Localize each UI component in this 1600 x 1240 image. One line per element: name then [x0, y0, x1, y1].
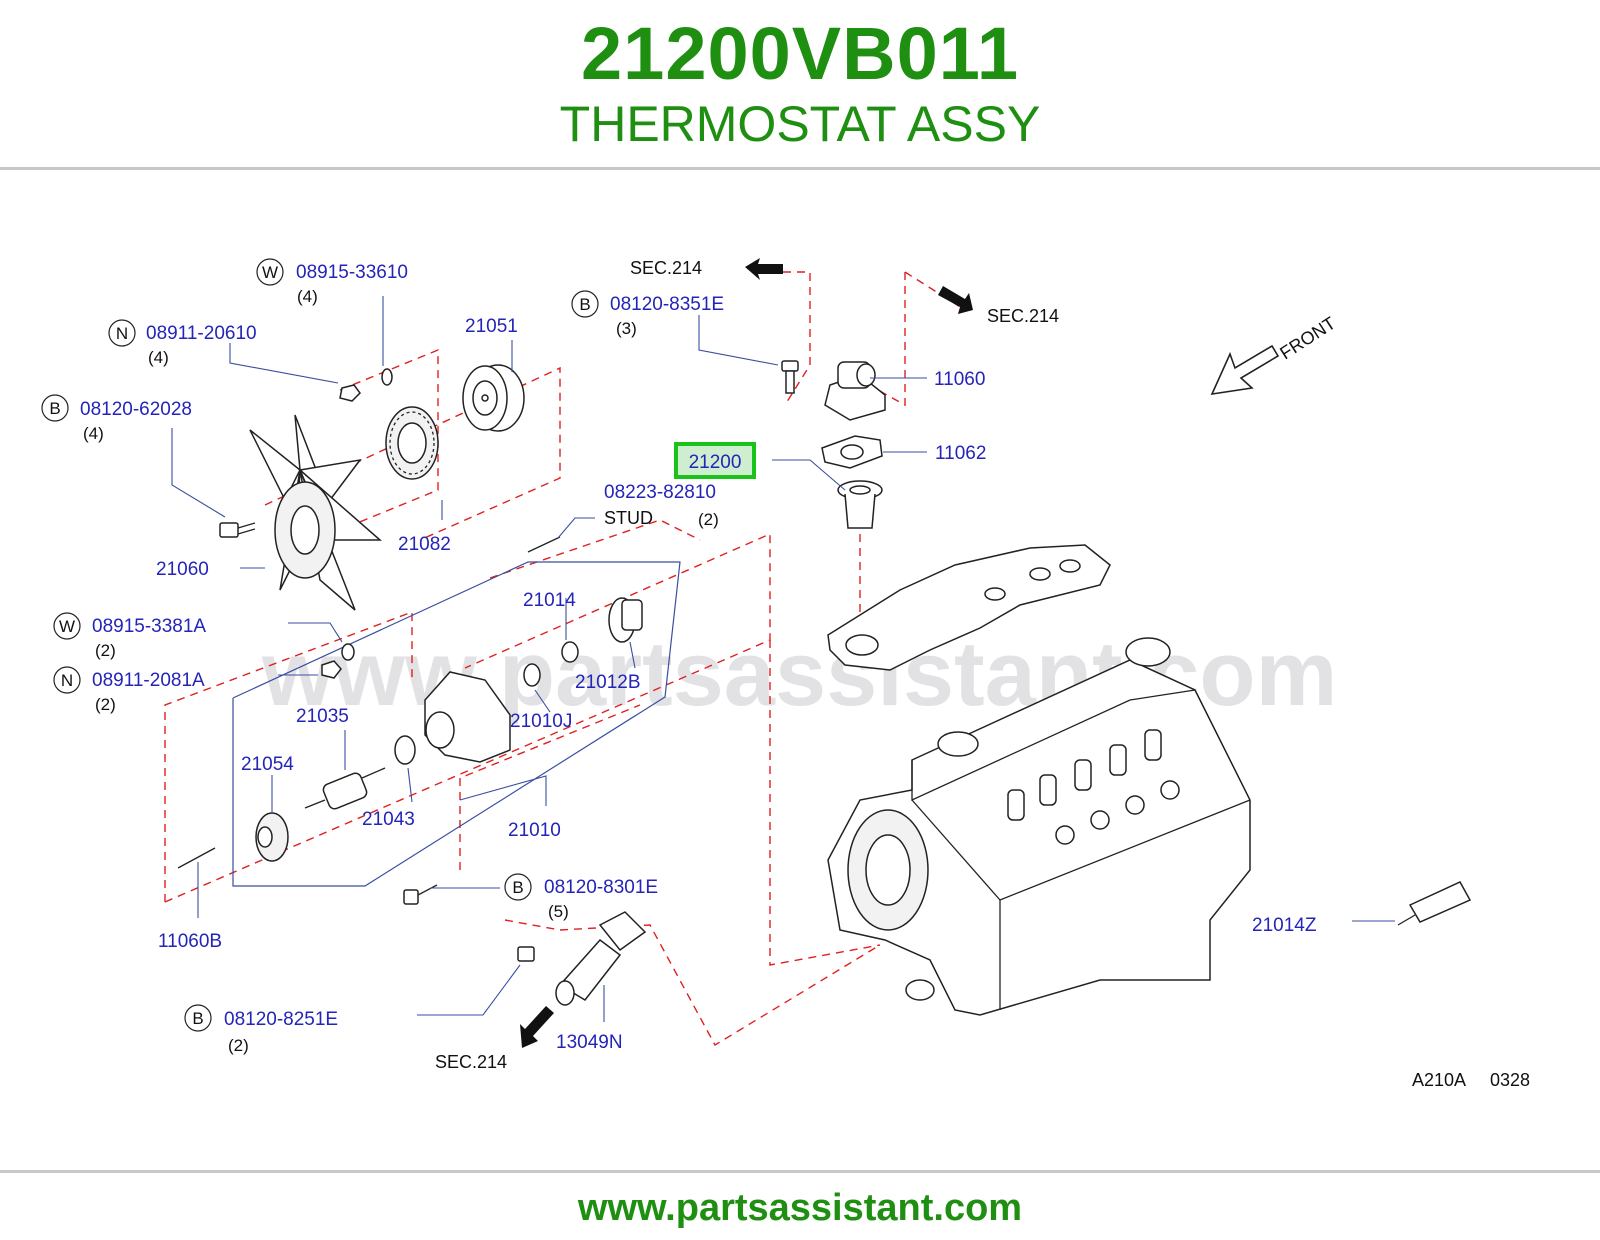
svg-text:B: B — [579, 295, 590, 314]
callout-08120-8301e[interactable]: 08120-8301E — [544, 877, 658, 898]
fan-bolt-part — [219, 522, 256, 538]
pump-flange-part — [255, 812, 289, 862]
fan-blade-part — [249, 414, 382, 611]
intake-manifold-part — [827, 544, 1111, 671]
label-21082[interactable]: 21082 — [398, 534, 451, 555]
front-arrow-icon — [1210, 344, 1280, 396]
label-21014z[interactable]: 21014Z — [1252, 915, 1317, 936]
stud-11060b-part — [177, 847, 216, 869]
svg-text:N: N — [61, 671, 73, 690]
label-11062[interactable]: 11062 — [935, 443, 986, 464]
engine-block-part — [827, 637, 1251, 1016]
sec-arrow-right-icon — [938, 286, 973, 314]
label-21043[interactable]: 21043 — [362, 809, 415, 830]
diagram-code: A210A — [1412, 1070, 1466, 1090]
qty-08915-3381a: (2) — [95, 641, 116, 660]
pump-shaft-part — [304, 767, 386, 810]
fan-coupling-part — [385, 406, 439, 480]
prefix-n-2081a: N — [53, 666, 81, 694]
label-11060b[interactable]: 11060B — [158, 931, 222, 952]
callout-08120-8251e[interactable]: 08120-8251E — [224, 1009, 338, 1030]
pump-gasket-part — [394, 735, 416, 765]
page-header: 21200VB011 THERMOSTAT ASSY — [0, 0, 1600, 168]
highlight-21200[interactable]: 21200 — [674, 442, 756, 479]
label-21010[interactable]: 21010 — [508, 820, 561, 841]
qty-08120-8251e: (2) — [228, 1036, 249, 1055]
gasket-part — [821, 435, 883, 469]
qty-08911-2081a: (2) — [95, 695, 116, 714]
footer-url[interactable]: www.partsassistant.com — [577, 1187, 1023, 1229]
water-pump-group-frame — [232, 561, 681, 887]
sec-ref-bottom[interactable]: SEC.214 — [435, 1052, 507, 1072]
svg-text:B: B — [512, 878, 523, 897]
callout-08911-20610[interactable]: 08911-20610 — [146, 323, 257, 344]
label-21051[interactable]: 21051 — [465, 316, 518, 337]
label-21200[interactable]: 21200 — [689, 452, 742, 473]
prefix-b-8351e: B — [571, 290, 599, 318]
svg-text:W: W — [262, 263, 278, 282]
thermostat-part — [837, 480, 883, 529]
qty-08120-8351e: (3) — [616, 319, 637, 338]
svg-text:N: N — [116, 324, 128, 343]
stud-label: STUD — [604, 508, 653, 528]
water-outlet-part — [824, 361, 886, 421]
label-11060[interactable]: 11060 — [934, 369, 985, 390]
bolt-8251e-part — [517, 946, 535, 962]
qty-08915-33610: (4) — [297, 287, 318, 306]
label-21060[interactable]: 21060 — [156, 559, 209, 580]
footer-divider — [0, 1170, 1600, 1173]
bolt-8301e-part — [403, 884, 438, 905]
callout-08915-33610[interactable]: 08915-33610 — [296, 262, 408, 283]
qty-08911-20610: (4) — [148, 348, 169, 367]
label-13049n[interactable]: 13049N — [556, 1032, 623, 1053]
qty-08223-82810: (2) — [698, 510, 719, 529]
svg-text:B: B — [192, 1009, 203, 1028]
callout-08915-3381a[interactable]: 08915-3381A — [92, 616, 206, 637]
prefix-w-3381a: W — [53, 612, 81, 640]
label-21014[interactable]: 21014 — [523, 590, 576, 611]
label-21054[interactable]: 21054 — [241, 754, 294, 775]
sec-ref-top[interactable]: SEC.214 — [630, 258, 702, 278]
water-pump-body-part — [424, 671, 511, 763]
svg-text:W: W — [59, 617, 75, 636]
label-21012b[interactable]: 21012B — [575, 672, 641, 693]
prefix-b-62028: B — [41, 394, 69, 422]
sec-ref-right[interactable]: SEC.214 — [987, 306, 1059, 326]
seal-21014-part — [561, 641, 579, 663]
sec-arrow-bottom-icon — [520, 1006, 554, 1048]
nut-washer-top-part — [339, 368, 393, 402]
prefix-w-33610: W — [256, 258, 284, 286]
stud-part — [527, 536, 561, 553]
part-name-subtitle: THERMOSTAT ASSY — [559, 96, 1041, 152]
callout-08911-2081a[interactable]: 08911-2081A — [92, 670, 205, 691]
label-21010j[interactable]: 21010J — [510, 711, 572, 732]
nut-washer-mid-part — [321, 643, 355, 679]
callout-08120-62028[interactable]: 08120-62028 — [80, 399, 192, 420]
leader-lines — [171, 296, 1395, 1022]
prefix-n-20610: N — [108, 319, 136, 347]
qty-08120-62028: (4) — [83, 424, 104, 443]
sec-arrow-top-icon — [745, 258, 783, 280]
label-21035[interactable]: 21035 — [296, 706, 349, 727]
sealant-tube-part — [1397, 881, 1472, 926]
callout-08223-82810[interactable]: 08223-82810 — [604, 482, 716, 503]
header-divider — [0, 167, 1600, 170]
prefix-b-8251e: B — [184, 1004, 212, 1032]
water-inlet-part — [555, 911, 647, 1006]
part-number-title: 21200VB011 — [581, 12, 1019, 95]
bolt-8351e-part — [781, 360, 799, 394]
front-label: FRONT — [1276, 313, 1339, 364]
svg-text:B: B — [49, 399, 60, 418]
pulley-part — [462, 364, 525, 432]
callout-08120-8351e[interactable]: 08120-8351E — [610, 294, 724, 315]
qty-08120-8301e: (5) — [548, 902, 569, 921]
diagram-code-number: 0328 — [1490, 1070, 1530, 1090]
impeller-part — [608, 597, 643, 643]
seal-21010j-part — [523, 663, 541, 687]
prefix-b-8301e: B — [504, 873, 532, 901]
